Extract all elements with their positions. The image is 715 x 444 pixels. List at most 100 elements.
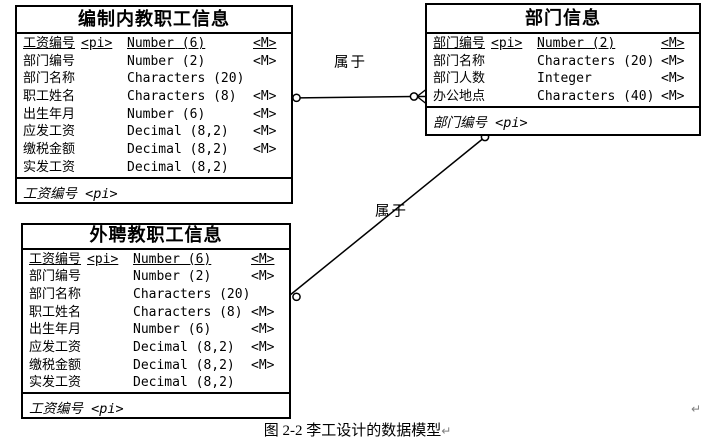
figure-caption: 图 2-2 李工设计的数据模型↵: [0, 419, 715, 440]
cardinality-circle: [409, 92, 419, 101]
attribute-name: 部门名称: [23, 71, 76, 87]
pi-tag: <pi>: [87, 251, 119, 267]
attribute-type: Number (6): [127, 106, 206, 122]
mandatory-tag: <M>: [253, 53, 277, 69]
mandatory-tag: <M>: [253, 142, 277, 158]
attribute-type: Number (2): [133, 269, 212, 285]
attribute-name: 部门人数: [433, 71, 486, 87]
mandatory-tag: <M>: [661, 53, 685, 69]
attribute-name: 部门编号: [29, 269, 82, 285]
mandatory-tag: <M>: [253, 124, 277, 140]
attribute-row: 部门名称 Characters (20): [23, 286, 289, 304]
attribute-name: 部门编号: [433, 36, 486, 51]
cardinality-circle: [292, 93, 301, 103]
attribute-row: 实发工资 Decimal (8,2): [17, 159, 291, 177]
attribute-row-primary: 部门编号 <pi> Number (2) <M>: [427, 35, 699, 53]
mandatory-tag: <M>: [251, 357, 275, 373]
attribute-name: 办公地点: [433, 89, 486, 105]
attribute-type: Characters (8): [133, 304, 243, 320]
attribute-row: 缴税金额 Decimal (8,2) <M>: [23, 357, 289, 375]
attribute-name: 部门名称: [29, 286, 82, 302]
attribute-type: Characters (20): [127, 71, 245, 87]
attribute-row: 出生年月 Number (6) <M>: [17, 106, 291, 124]
entity-internal-staff[interactable]: 编制内教职工信息 工资编号 <pi> Number (6) <M> 部门编号 N…: [15, 5, 293, 204]
attribute-type: Characters (40): [537, 89, 655, 105]
relationship-label-belongs-to-2[interactable]: 属于: [375, 204, 408, 220]
attribute-name: 缴税金额: [23, 142, 76, 158]
mandatory-tag: <M>: [661, 71, 685, 87]
relationship-line-belongs-to-1[interactable]: [288, 88, 427, 105]
attribute-name: 职工姓名: [29, 304, 82, 320]
relationship-line[interactable]: [286, 136, 486, 299]
attribute-type: Number (6): [133, 322, 212, 338]
mandatory-tag: <M>: [251, 251, 275, 267]
attribute-name: 职工姓名: [23, 89, 76, 105]
attribute-row: 办公地点 Characters (40) <M>: [427, 88, 699, 106]
attribute-type: Characters (20): [133, 286, 251, 302]
attribute-list: 工资编号 <pi> Number (6) <M> 部门编号 Number (2)…: [17, 34, 291, 177]
attribute-row: 部门名称 Characters (20) <M>: [427, 53, 699, 71]
entity-title: 外聘教职工信息: [23, 225, 289, 250]
pi-tag: <pi>: [491, 36, 523, 51]
attribute-type: Number (6): [133, 251, 212, 267]
paragraph-mark-icon: ↵: [691, 402, 702, 416]
primary-identifier: 工资编号 <pi>: [17, 176, 291, 203]
attribute-type: Number (2): [127, 53, 206, 69]
figure-caption-text: 图 2-2 李工设计的数据模型: [263, 423, 442, 439]
primary-identifier: 部门编号 <pi>: [427, 105, 699, 134]
attribute-name: 工资编号: [23, 36, 76, 51]
attribute-type: Decimal (8,2): [133, 339, 235, 355]
attribute-row-primary: 工资编号 <pi> Number (6) <M>: [17, 35, 291, 53]
relationship-line[interactable]: [288, 95, 415, 99]
attribute-type: Decimal (8,2): [133, 375, 235, 391]
attribute-name: 缴税金额: [29, 357, 82, 373]
attribute-row: 应发工资 Decimal (8,2) <M>: [23, 339, 289, 357]
attribute-row: 部门人数 Integer <M>: [427, 70, 699, 88]
attribute-name: 工资编号: [29, 251, 82, 267]
pi-tag: <pi>: [81, 36, 113, 51]
primary-identifier: 工资编号 <pi>: [23, 392, 289, 417]
attribute-type: Number (6): [127, 36, 206, 51]
mandatory-tag: <M>: [253, 89, 277, 105]
attribute-name: 部门名称: [433, 53, 486, 69]
crow-foot-many-end: [416, 88, 427, 105]
mandatory-tag: <M>: [253, 36, 277, 51]
mandatory-tag: <M>: [253, 106, 277, 122]
attribute-name: 部门编号: [23, 53, 76, 69]
attribute-list: 部门编号 <pi> Number (2) <M> 部门名称 Characters…: [427, 34, 699, 106]
mandatory-tag: <M>: [251, 304, 275, 320]
entity-title: 部门信息: [427, 5, 699, 34]
attribute-type: Decimal (8,2): [127, 159, 229, 175]
attribute-row: 部门编号 Number (2) <M>: [23, 268, 289, 286]
attribute-type: Characters (20): [537, 53, 655, 69]
attribute-list: 工资编号 <pi> Number (6) <M> 部门编号 Number (2)…: [23, 250, 289, 393]
attribute-row: 部门名称 Characters (20): [17, 70, 291, 88]
attribute-type: Decimal (8,2): [127, 124, 229, 140]
relationship-label-belongs-to-1[interactable]: 属于: [334, 55, 367, 71]
cardinality-circle: [292, 292, 301, 302]
attribute-name: 应发工资: [29, 339, 82, 355]
entity-department[interactable]: 部门信息 部门编号 <pi> Number (2) <M> 部门名称 Chara…: [425, 3, 701, 136]
attribute-row: 职工姓名 Characters (8) <M>: [17, 88, 291, 106]
attribute-row: 部门编号 Number (2) <M>: [17, 53, 291, 71]
attribute-row: 出生年月 Number (6) <M>: [23, 321, 289, 339]
entity-title: 编制内教职工信息: [17, 7, 291, 34]
mandatory-tag: <M>: [661, 36, 685, 51]
attribute-type: Characters (8): [127, 89, 237, 105]
attribute-row-primary: 工资编号 <pi> Number (6) <M>: [23, 251, 289, 269]
mandatory-tag: <M>: [251, 269, 275, 285]
attribute-name: 应发工资: [23, 124, 76, 140]
attribute-name: 实发工资: [29, 375, 82, 391]
attribute-name: 出生年月: [23, 106, 76, 122]
mandatory-tag: <M>: [251, 339, 275, 355]
attribute-type: Decimal (8,2): [127, 142, 229, 158]
attribute-type: Number (2): [537, 36, 616, 51]
attribute-type: Decimal (8,2): [133, 357, 235, 373]
attribute-row: 应发工资 Decimal (8,2) <M>: [17, 123, 291, 141]
attribute-name: 出生年月: [29, 322, 82, 338]
entity-external-staff[interactable]: 外聘教职工信息 工资编号 <pi> Number (6) <M> 部门编号 Nu…: [21, 223, 291, 419]
attribute-row: 缴税金额 Decimal (8,2) <M>: [17, 141, 291, 159]
attribute-row: 职工姓名 Characters (8) <M>: [23, 304, 289, 322]
mandatory-tag: <M>: [251, 322, 275, 338]
